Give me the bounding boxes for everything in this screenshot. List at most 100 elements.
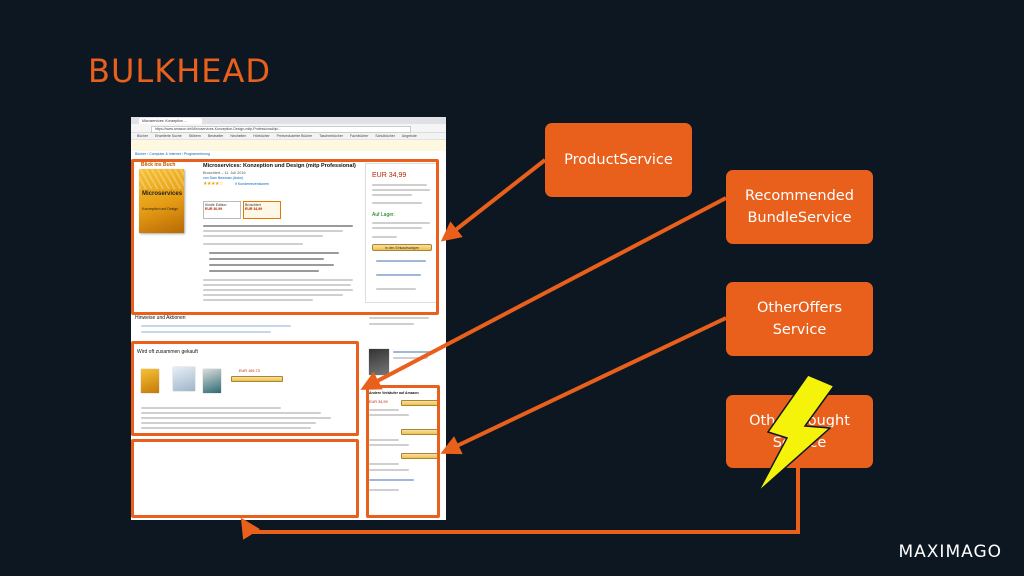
- format-price: EUR 30,99: [205, 207, 223, 211]
- text-line: [141, 417, 331, 419]
- format-print-button[interactable]: Broschiert EUR 34,99: [243, 201, 281, 219]
- offer-price: EUR 34,99: [369, 400, 388, 404]
- format-price: EUR 34,99: [245, 207, 263, 211]
- arrow-others-bought-head: [240, 517, 261, 540]
- text-line: [141, 407, 281, 409]
- product-service-box: ProductService: [545, 123, 692, 197]
- product-author-link[interactable]: von Sam Newman (Autor): [203, 176, 244, 180]
- bundle-heading: Wird oft zusammen gekauft: [137, 349, 198, 355]
- book-cover-title: Microservices: [142, 191, 183, 197]
- text-line: [203, 289, 353, 291]
- text-line: [372, 189, 430, 191]
- text-line: [393, 357, 428, 359]
- format-name: Kindle Edition: [205, 203, 227, 207]
- text-line: [393, 351, 433, 353]
- browser-url-bar: https://www.amazon.de/Microservices-Konz…: [131, 124, 446, 133]
- text-line: [369, 414, 409, 416]
- text-line: [376, 274, 421, 276]
- text-line: [369, 469, 409, 471]
- url-field[interactable]: https://www.amazon.de/Microservices-Konz…: [151, 125, 411, 133]
- honeycomb-pattern: [139, 169, 184, 189]
- other-offers-heading: Andere Verkäufer auf Amazon: [369, 391, 419, 395]
- text-line: [369, 444, 409, 446]
- amazon-nav-strip: Bücher Erweiterte Suche Stöbern Bestsell…: [131, 133, 446, 140]
- text-line: [369, 489, 399, 491]
- text-line: [376, 288, 416, 290]
- nav-item[interactable]: Stöbern: [188, 134, 201, 138]
- promo-banner: [131, 140, 446, 151]
- arrow-other-offers: [440, 316, 727, 455]
- nav-item[interactable]: Preisreduzierte Bücher: [276, 134, 313, 138]
- text-line: [372, 222, 430, 224]
- text-line: [141, 325, 291, 327]
- text-line: [203, 243, 303, 245]
- product-title: Microservices: Konzeption und Design (mi…: [203, 163, 356, 169]
- look-inside-label[interactable]: Blick ins Buch: [141, 162, 176, 168]
- text-line: [203, 279, 353, 281]
- nav-item[interactable]: Neuheiten: [230, 134, 247, 138]
- text-line: [141, 412, 321, 414]
- browser-tab[interactable]: Microservices: Konzeption ...: [139, 118, 202, 124]
- bundle-book-cover[interactable]: [141, 369, 159, 393]
- in-stock-label: Auf Lager.: [372, 212, 395, 218]
- text-line: [209, 252, 339, 254]
- nav-item[interactable]: Erweiterte Suche: [155, 134, 182, 138]
- slide-title: BULKHEAD: [88, 52, 271, 90]
- text-line: [369, 323, 414, 325]
- notes-heading: Hinweise und Aktionen: [135, 315, 186, 321]
- bundle-add-to-cart-button[interactable]: [231, 376, 283, 382]
- text-line: [376, 260, 426, 262]
- arrow-others-bought: [244, 468, 800, 534]
- bundle-region-highlight: [131, 341, 359, 436]
- text-line: [141, 422, 316, 424]
- star-rating[interactable]: ★★★★☆: [203, 181, 223, 187]
- text-line: [209, 270, 319, 272]
- book-cover-subtitle: Konzeption und Design: [142, 207, 179, 211]
- brand-logo: MAXIMAGO: [898, 542, 1002, 562]
- product-subtitle: Broschiert – 11. Juli 2016: [203, 171, 246, 175]
- amazon-product-page-screenshot: Microservices: Konzeption ... https://ww…: [131, 117, 446, 520]
- text-line: [369, 317, 429, 319]
- review-count-link[interactable]: 9 Kundenrezensionen: [235, 182, 270, 186]
- recommended-bundle-service-box: Recommended BundleService: [726, 170, 873, 244]
- other-offers-region-highlight: [366, 385, 440, 518]
- book-cover-image[interactable]: Microservices Konzeption und Design: [139, 169, 184, 233]
- text-line: [372, 202, 422, 204]
- text-line: [203, 284, 351, 286]
- text-line: [203, 225, 353, 227]
- breadcrumb[interactable]: Bücher › Computer & Internet › Programmi…: [135, 152, 210, 156]
- others-bought-region-highlight: [131, 439, 359, 518]
- bundle-total-price: EUR 109,73: [239, 369, 260, 373]
- arrow-product: [440, 158, 547, 242]
- bundle-book-cover[interactable]: [173, 367, 195, 391]
- text-line: [141, 427, 311, 429]
- sponsored-book-cover[interactable]: [369, 349, 389, 375]
- text-line: [209, 258, 324, 260]
- nav-item[interactable]: Hörbücher: [253, 134, 270, 138]
- text-line: [369, 463, 399, 465]
- product-region-highlight: [131, 159, 439, 315]
- text-line: [203, 294, 343, 296]
- text-line: [372, 184, 427, 186]
- text-line: [369, 439, 399, 441]
- add-to-cart-button[interactable]: In den Einkaufswagen: [372, 244, 432, 251]
- text-line: [372, 236, 397, 238]
- nav-item[interactable]: Bestseller: [207, 134, 224, 138]
- buy-box-price: EUR 34,99: [372, 172, 407, 179]
- nav-item[interactable]: Fachbücher: [349, 134, 369, 138]
- nav-item[interactable]: Angebote: [401, 134, 417, 138]
- text-line: [369, 479, 414, 481]
- nav-item[interactable]: Bücher: [137, 134, 149, 138]
- nav-item[interactable]: Taschenbücher: [319, 134, 343, 138]
- nav-item[interactable]: Schulbücher: [375, 134, 395, 138]
- bundle-book-cover[interactable]: [203, 369, 221, 393]
- format-kindle-button[interactable]: Kindle Edition EUR 30,99: [203, 201, 241, 219]
- text-line: [209, 264, 334, 266]
- text-line: [369, 409, 399, 411]
- text-line: [372, 227, 422, 229]
- text-line: [141, 331, 271, 333]
- text-line: [203, 299, 313, 301]
- text-line: [372, 194, 412, 196]
